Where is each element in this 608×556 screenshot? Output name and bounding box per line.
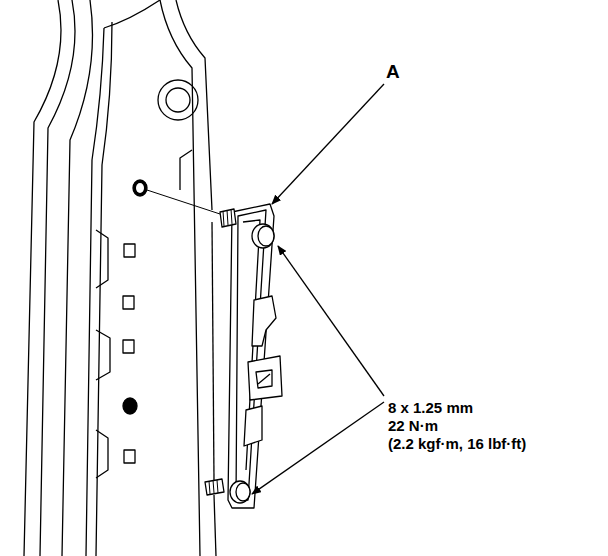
torque-spec: 22 N·m bbox=[388, 418, 438, 435]
leader-line bbox=[252, 402, 384, 494]
bolt-size: 8 x 1.25 mm bbox=[388, 400, 473, 417]
leader-line bbox=[272, 84, 384, 204]
callout-letter: A bbox=[386, 62, 400, 83]
leader-line bbox=[278, 246, 384, 396]
torque-spec: (2.2 kgf·m, 16 lbf·ft) bbox=[388, 436, 526, 453]
